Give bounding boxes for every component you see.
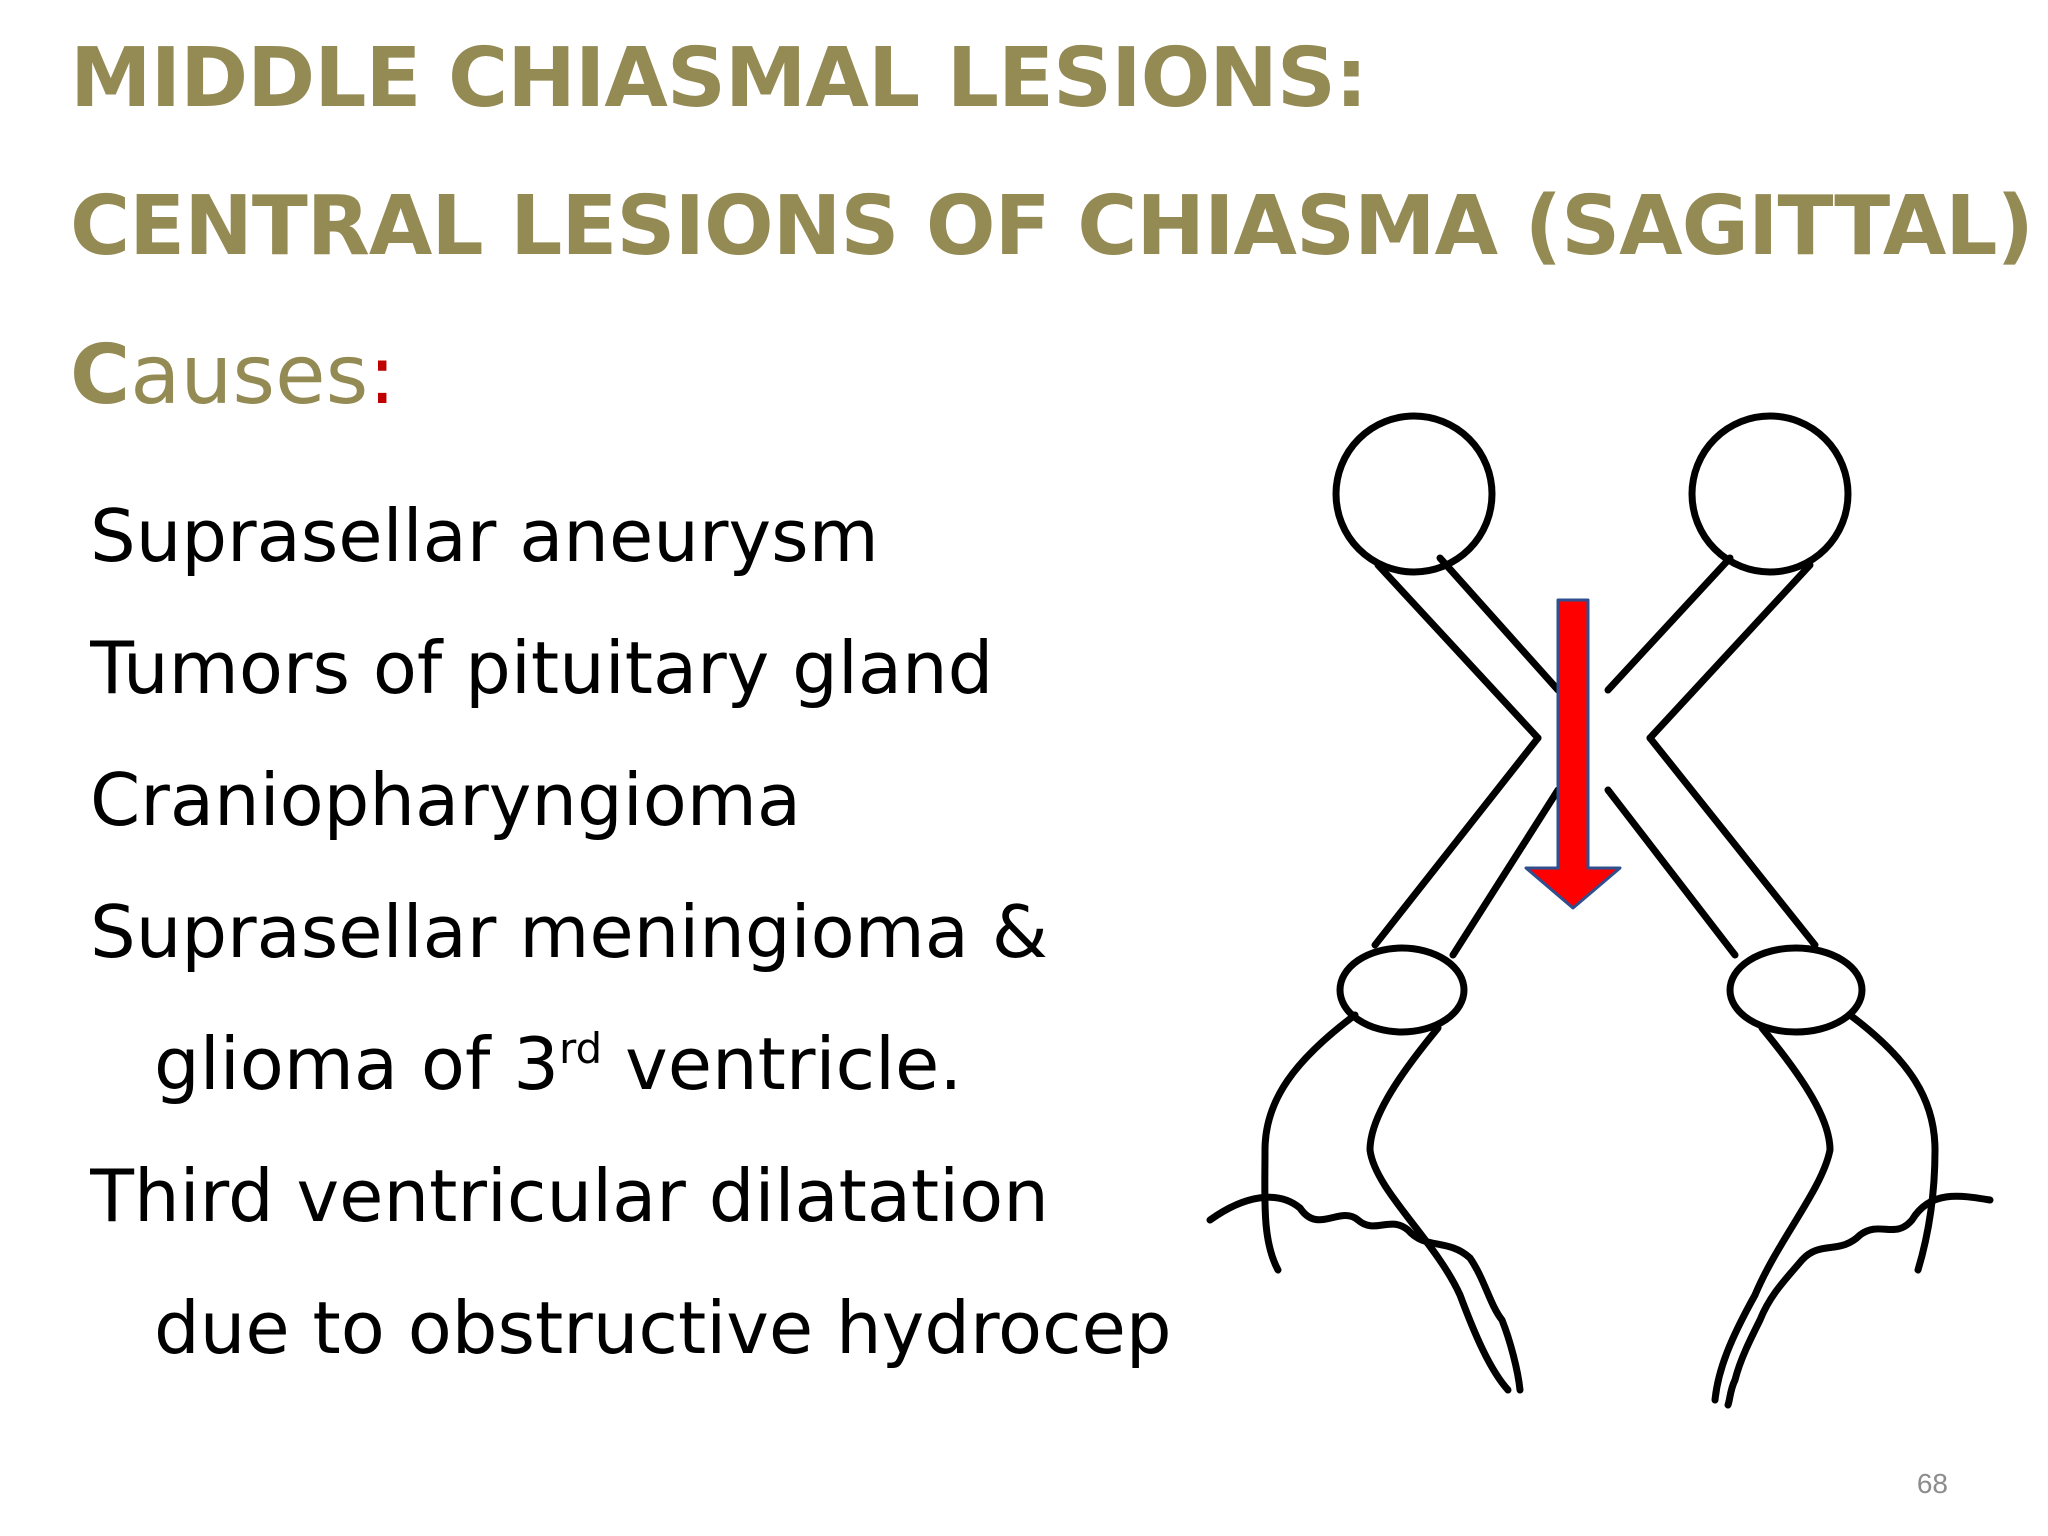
ordinal-suffix: rd: [559, 1024, 603, 1073]
left-optic-radiation-inner: [1366, 1024, 1512, 1394]
left-optic-nerve-outer: [1374, 561, 1542, 742]
cause-item: Tumors of pituitary gland: [90, 626, 994, 710]
cause-item: Third ventricular dilatation: [90, 1154, 1049, 1238]
cause-item-continuation: due to obstructive hydrocep: [154, 1286, 1172, 1370]
cause-item: Suprasellar meningioma &: [90, 890, 1048, 974]
causes-heading-colon: :: [368, 328, 396, 423]
cause-item: Craniopharyngioma: [90, 758, 801, 842]
right-optic-nerve-inner: [1604, 554, 1734, 694]
slide-title-line-1: MIDDLE CHIASMAL LESIONS:: [70, 31, 1368, 126]
optic-chiasm-diagram: [1206, 412, 1994, 1409]
causes-heading-initial: C: [70, 328, 131, 423]
right-optic-radiation-inner: [1711, 1024, 1834, 1404]
left-occipital-cortex: [1206, 1193, 1524, 1394]
causes-heading: Causes:: [70, 335, 396, 417]
right-lateral-geniculate: [1726, 944, 1866, 1036]
left-lateral-geniculate: [1336, 944, 1468, 1036]
right-optic-nerve-outer: [1646, 561, 1814, 742]
right-optic-radiation-outer: [1846, 1011, 1939, 1274]
right-optic-tract-outer: [1646, 734, 1819, 949]
causes-heading-rest: auses: [130, 328, 369, 423]
cause-text: glioma of 3: [154, 1022, 559, 1106]
page-number: 68: [1916, 1468, 1948, 1499]
left-optic-nerve-inner: [1436, 554, 1562, 694]
down-arrow-icon: [1524, 598, 1622, 910]
cause-item-continuation: glioma of 3rd ventricle.: [90, 998, 1180, 1130]
slide-title-line-2: CENTRAL LESIONS OF CHIASMA (SAGITTAL): [70, 179, 2034, 274]
cause-text: ventricle.: [602, 1022, 963, 1106]
left-optic-tract-inner: [1449, 786, 1562, 959]
right-occipital-cortex: [1724, 1192, 1994, 1409]
left-optic-radiation-outer: [1261, 1011, 1359, 1274]
left-eye-circle: [1332, 412, 1496, 576]
right-optic-tract-inner: [1604, 786, 1739, 959]
right-eye-circle: [1688, 412, 1852, 576]
left-optic-tract-outer: [1371, 734, 1542, 949]
cause-item: Suprasellar aneurysm: [90, 494, 879, 578]
causes-list: Suprasellar aneurysm Tumors of pituitary…: [90, 470, 1180, 1394]
